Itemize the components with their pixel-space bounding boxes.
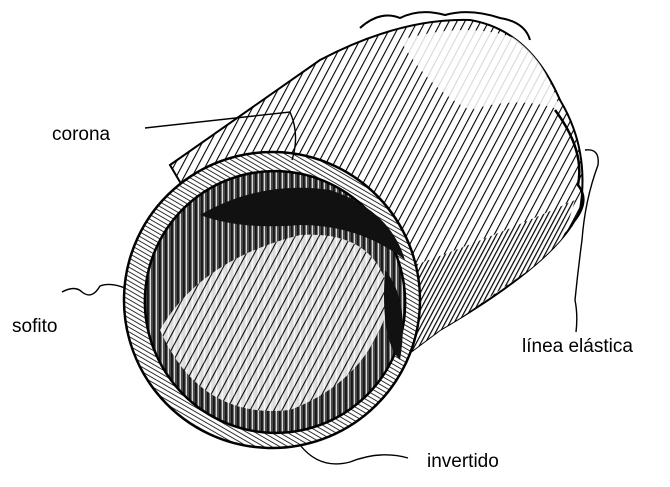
leader-sofito [62, 284, 125, 295]
label-invertido: invertido [427, 451, 499, 472]
label-corona: corona [52, 124, 111, 145]
label-sofito: sofito [12, 316, 57, 337]
leader-invertido [300, 445, 408, 464]
label-linea-elastica: línea elástica [522, 336, 633, 357]
